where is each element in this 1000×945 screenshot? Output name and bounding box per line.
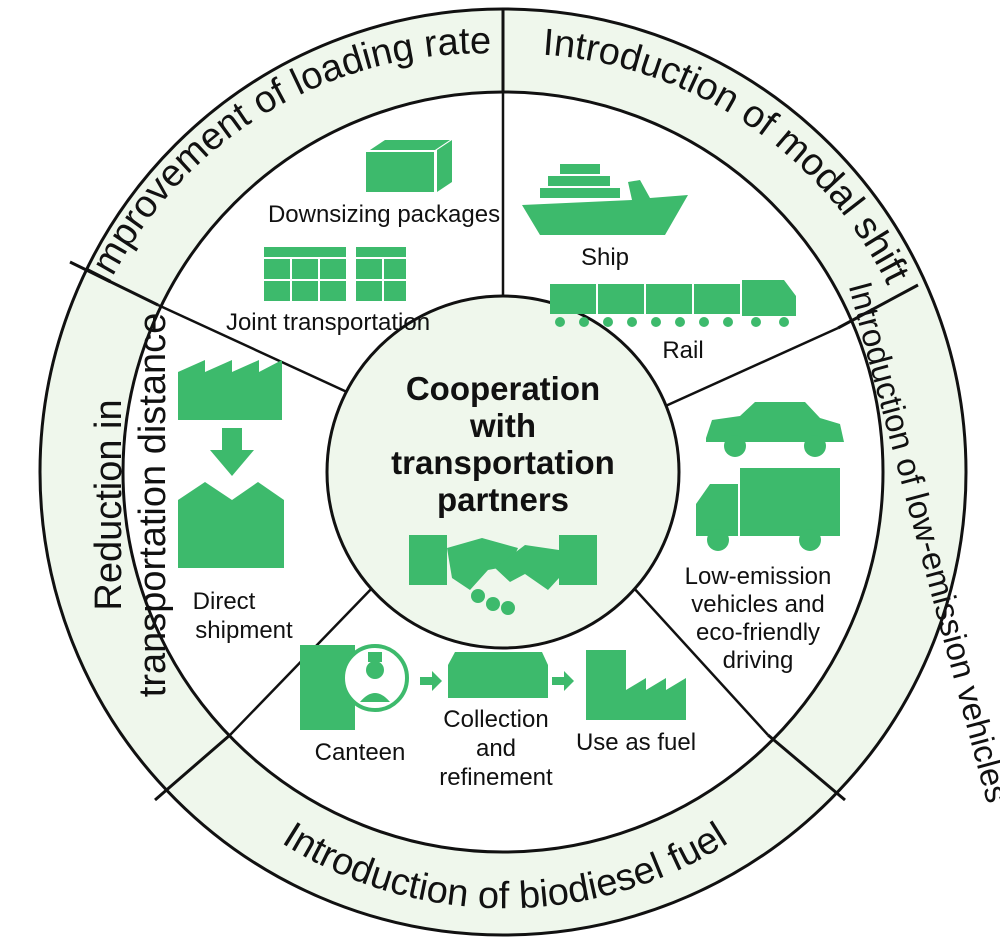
car-icon: [706, 402, 844, 457]
stacked-boxes-icon: [262, 245, 408, 303]
center-title-line-2: with: [469, 407, 536, 444]
distance-title-line-1: Reduction in: [88, 399, 130, 610]
chef-icon: [341, 644, 409, 712]
low-emission-line-4: driving: [723, 647, 794, 674]
center-title-line-4: partners: [437, 481, 569, 518]
houses-icon: [178, 482, 284, 568]
low-emission-line-1: Low-emission: [685, 563, 832, 590]
collection-line-3: refinement: [439, 764, 553, 791]
refinery-icon: [448, 652, 548, 698]
low-emission-line-3: eco-friendly: [696, 619, 820, 646]
rail-label: Rail: [662, 337, 703, 364]
collection-line-1: Collection: [443, 706, 548, 733]
direct-shipment-line-1: Direct: [193, 588, 256, 615]
ship-label: Ship: [581, 244, 629, 271]
down-arrow-icon: [210, 428, 254, 476]
ring-dividers: [69, 9, 919, 802]
downsizing-packages-label: Downsizing packages: [268, 201, 500, 228]
truck-icon: [696, 468, 840, 551]
low-emission-line-2: vehicles and: [691, 591, 824, 618]
canteen-label: Canteen: [315, 739, 406, 766]
direct-shipment-line-2: shipment: [195, 617, 293, 644]
distance-title-line-2: transportation distance: [132, 313, 174, 697]
ring-label-distance: Reduction in transportation distance: [88, 313, 174, 697]
use-as-fuel-label: Use as fuel: [576, 729, 696, 756]
collection-line-2: and: [476, 735, 516, 762]
factory-fuel-icon: [586, 650, 686, 720]
freight-train-icon: [550, 280, 796, 327]
handshake-icon: [409, 535, 597, 615]
cargo-ship-icon: [522, 164, 688, 235]
center-title-line-1: Cooperation: [406, 370, 600, 407]
right-arrow-icon-2: [552, 671, 574, 691]
center-title-line-3: transportation: [391, 444, 615, 481]
factory-icon: [178, 360, 282, 420]
joint-transportation-label: Joint transportation: [226, 309, 430, 336]
package-box-icon: [366, 140, 452, 192]
right-arrow-icon: [420, 671, 442, 691]
